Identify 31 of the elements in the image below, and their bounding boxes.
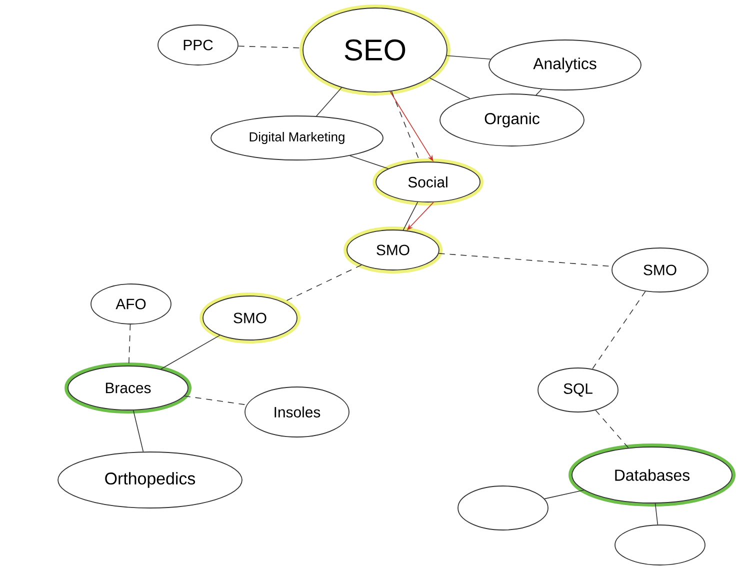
- ellipse-node: SEO: [300, 4, 450, 96]
- ellipse-node: SMO: [344, 226, 442, 274]
- connector-line: [592, 291, 646, 370]
- connector-line: [160, 334, 220, 370]
- empty-ellipse: [614, 524, 706, 566]
- connector-line: [446, 55, 492, 60]
- ellipse-node: Braces: [64, 362, 192, 414]
- ellipse-node: Social: [372, 158, 484, 206]
- ellipse-node: SMO: [200, 292, 300, 344]
- connector-line: [429, 78, 470, 99]
- ellipse-node: SMO: [612, 248, 708, 292]
- ellipse-node: Digital Marketing: [210, 116, 384, 160]
- connector-line: [595, 410, 629, 448]
- ellipse-node: Databases: [568, 444, 736, 506]
- connector-line: [349, 155, 389, 170]
- connector-line: [402, 202, 418, 230]
- ellipse-node: AFO: [90, 284, 172, 324]
- ellipse-node: Analytics: [488, 40, 642, 90]
- ellipse-node: SQL: [538, 368, 618, 412]
- ellipse-node: PPC: [158, 24, 238, 66]
- ellipse-node: Orthopedics: [58, 452, 242, 508]
- ellipse-node: Organic: [440, 94, 584, 146]
- connector-line: [316, 87, 342, 117]
- connector-line: [544, 490, 584, 500]
- connector-line: [536, 88, 542, 96]
- connector-line: [184, 396, 248, 406]
- connector-line: [128, 324, 131, 366]
- ellipse-node: Insoles: [244, 386, 350, 438]
- empty-ellipse: [458, 486, 548, 530]
- connector-line: [132, 410, 144, 452]
- connector-line: [654, 503, 658, 525]
